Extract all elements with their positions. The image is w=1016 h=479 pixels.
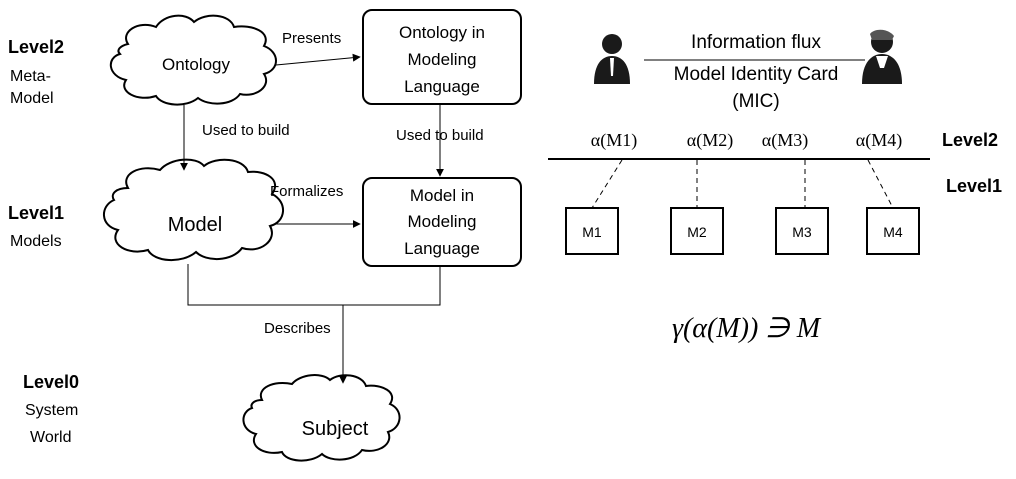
box-shape (362, 177, 522, 267)
formalizes-label: Formalizes (270, 183, 343, 200)
level2-sub2: Model (10, 90, 54, 107)
person-icon (862, 29, 902, 84)
dashed-link-m1 (591, 159, 623, 209)
describes-label: Describes (264, 320, 331, 337)
ontology-lang-line3: Language (404, 77, 480, 96)
level0-title: Level0 (23, 372, 79, 392)
model-label: Model (168, 214, 222, 236)
model-box-label: M1 (582, 224, 602, 240)
model-box-m3: M3 (775, 207, 829, 255)
used-to-build-right-label: Used to build (396, 127, 484, 144)
level1-label-group: Level1 Models (8, 203, 64, 250)
edge-presents: Presents (275, 30, 361, 66)
subject-label: Subject (302, 418, 369, 440)
used-to-build-left-label: Used to build (202, 122, 290, 139)
model-lang-line2: Modeling (408, 212, 477, 231)
alpha-m3: α(M3) (762, 130, 808, 151)
level1-sub1: Models (10, 233, 62, 250)
model-lang-line3: Language (404, 239, 480, 258)
edge-used-to-build-left: Used to build (180, 105, 290, 171)
person-icon (594, 34, 630, 84)
model-box-label: M4 (883, 224, 903, 240)
cloud-shape (103, 158, 284, 261)
model-box-m1: M1 (565, 207, 619, 255)
mic-line1: Model Identity Card (674, 64, 839, 85)
information-flux-label: Information flux (691, 32, 821, 53)
box-shape (362, 9, 522, 105)
level0-sub1: System (25, 402, 78, 419)
alpha-m2: α(M2) (687, 130, 733, 151)
edge-formalizes: Formalizes (270, 183, 361, 228)
edge-used-to-build-right: Used to build (396, 104, 484, 177)
level0-label-group: Level0 System World (23, 372, 79, 446)
describes-bracket (187, 264, 441, 306)
model-lang-line1: Model in (410, 186, 474, 205)
alpha-m4: α(M4) (856, 130, 902, 151)
level1-title: Level1 (8, 203, 64, 223)
presents-arrow (275, 53, 361, 66)
cloud-shape (242, 374, 401, 462)
ontology-lang-line1: Ontology in (399, 23, 485, 42)
model-cloud: Model (103, 158, 284, 261)
ontology-cloud: Ontology (110, 14, 277, 106)
level2-title: Level2 (8, 37, 64, 57)
ontology-modeling-language-box: Ontology in Modeling Language (362, 9, 522, 105)
galois-formula: γ(α(M)) ∋ M (672, 313, 822, 344)
ontology-lang-line2: Modeling (408, 50, 477, 69)
alpha-m1: α(M1) (591, 130, 637, 151)
right-level2-label: Level2 (942, 130, 998, 150)
subject-cloud: Subject (242, 374, 401, 462)
level2-label-group: Level2 Meta- Model (8, 37, 64, 107)
level2-sub1: Meta- (10, 68, 51, 85)
dashed-link-m4 (867, 159, 894, 209)
cloud-shape (110, 14, 277, 106)
level0-sub2: World (30, 429, 72, 446)
model-box-m2: M2 (670, 207, 724, 255)
model-box-label: M3 (792, 224, 812, 240)
model-box-label: M2 (687, 224, 707, 240)
right-level1-label: Level1 (946, 176, 1002, 196)
mic-line2: (MIC) (732, 91, 779, 112)
ontology-label: Ontology (162, 55, 231, 74)
edge-describes: Describes (187, 264, 441, 384)
presents-label: Presents (282, 30, 341, 47)
model-box-m4: M4 (866, 207, 920, 255)
model-modeling-language-box: Model in Modeling Language (362, 177, 522, 267)
